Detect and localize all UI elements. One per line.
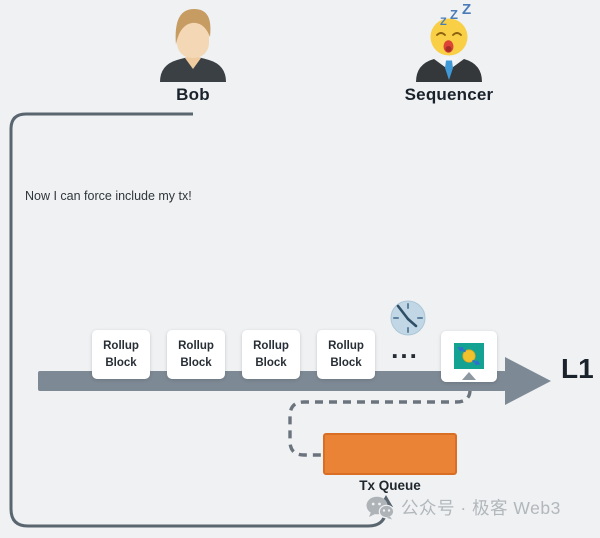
l1-label: L1 <box>561 353 594 384</box>
rollup-block-card: Rollup Block <box>92 330 150 379</box>
tx-swap-icon <box>454 343 484 369</box>
tx-queue-box <box>323 433 457 475</box>
up-triangle-icon <box>462 372 476 380</box>
rollup-block-card: Rollup Block <box>317 330 375 379</box>
l1-timeline-arrow <box>38 357 551 405</box>
wechat-icon <box>366 496 394 519</box>
bob-avatar-icon <box>160 9 226 82</box>
watermark-text: 公众号 · 极客 Web3 <box>401 498 561 518</box>
tx-queue-label: Tx Queue <box>359 478 421 493</box>
speech-text: Now I can force include my tx! <box>25 189 192 203</box>
rollup-block-card: Rollup Block <box>242 330 300 379</box>
bob-label: Bob <box>176 85 210 104</box>
clock-icon <box>390 300 426 336</box>
sleep-zzz-icon: Z <box>440 16 447 28</box>
forced-tx-block-card <box>441 331 497 382</box>
sequencer-avatar-icon: Z Z Z <box>416 1 482 82</box>
ellipsis-label: ... <box>391 334 419 364</box>
dashed-connector <box>288 376 472 457</box>
watermark: 公众号 · 极客 Web3 <box>366 495 561 520</box>
rollup-block-card: Rollup Block <box>167 330 225 379</box>
sequencer-label: Sequencer <box>404 85 494 104</box>
sleep-zzz-icon: Z <box>462 1 471 18</box>
sleep-zzz-icon: Z <box>450 7 458 22</box>
